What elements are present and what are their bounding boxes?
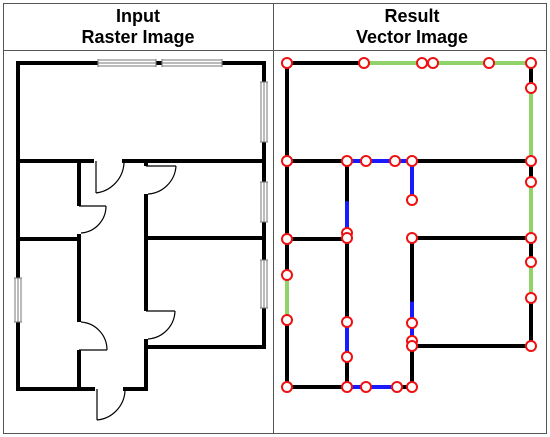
- left-title-line1: Input: [116, 6, 160, 26]
- raster-floor-plan: [14, 59, 268, 421]
- raster-walls: [16, 61, 266, 391]
- left-panel-title: Input Raster Image: [3, 6, 273, 48]
- right-title-line2: Vector Image: [355, 27, 469, 47]
- vector-window-segments: [285, 61, 533, 322]
- right-panel-title: Result Vector Image: [277, 6, 547, 48]
- vector-door-segments: [345, 159, 414, 389]
- vector-floor-plan: [281, 57, 537, 393]
- right-title-line1: Result: [384, 6, 440, 26]
- vertex-icon: [281, 57, 537, 393]
- door-icon: [76, 158, 177, 421]
- window-icon: [14, 59, 268, 323]
- table-frame: [3, 3, 547, 434]
- left-title-line2: Raster Image: [81, 27, 195, 47]
